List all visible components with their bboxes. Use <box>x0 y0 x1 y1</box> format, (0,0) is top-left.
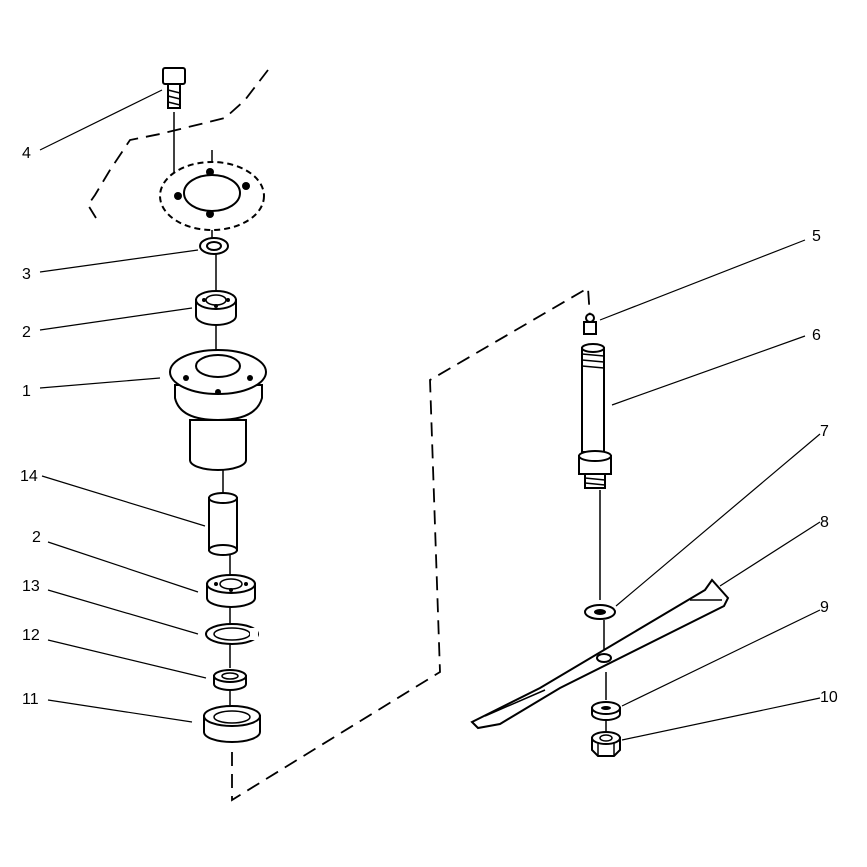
callout-6: 6 <box>812 327 821 344</box>
spindle-shaft-part-6 <box>578 343 612 489</box>
assembly-connector-dashed <box>231 286 591 802</box>
right-assembly-axis <box>599 490 607 735</box>
callout-11: 11 <box>22 691 39 708</box>
callout-14: 14 <box>20 468 38 485</box>
seal-part-12 <box>213 669 247 691</box>
spindle-housing-part-1 <box>169 349 267 471</box>
callout-2-lower: 2 <box>32 529 41 546</box>
blade-part-8 <box>470 578 730 730</box>
deck-outline-dashed <box>86 69 269 219</box>
callout-12: 12 <box>22 627 40 644</box>
washer-part-9 <box>591 701 621 721</box>
callout-2-upper: 2 <box>22 324 31 341</box>
callout-9: 9 <box>820 599 829 616</box>
leader-lines <box>39 89 821 741</box>
callout-1: 1 <box>22 383 31 400</box>
mounting-plate <box>159 161 265 231</box>
nut-part-10 <box>591 731 621 757</box>
callout-7: 7 <box>820 423 829 440</box>
bolt-part-4 <box>162 67 186 109</box>
cup-part-11 <box>203 705 261 743</box>
bearing-part-2-upper <box>195 290 237 326</box>
callout-4: 4 <box>22 145 31 162</box>
callout-8: 8 <box>820 514 829 531</box>
washer-part-7 <box>584 604 616 620</box>
callout-3: 3 <box>22 266 31 283</box>
seal-part-3 <box>199 237 229 255</box>
callout-10: 10 <box>820 689 838 706</box>
grease-fitting-part-5 <box>583 313 597 335</box>
retaining-ring-part-13 <box>205 623 259 645</box>
callout-5: 5 <box>812 228 821 245</box>
callout-13: 13 <box>22 578 40 595</box>
spacer-tube-part-14 <box>208 492 238 556</box>
bearing-part-2-lower <box>206 574 256 608</box>
